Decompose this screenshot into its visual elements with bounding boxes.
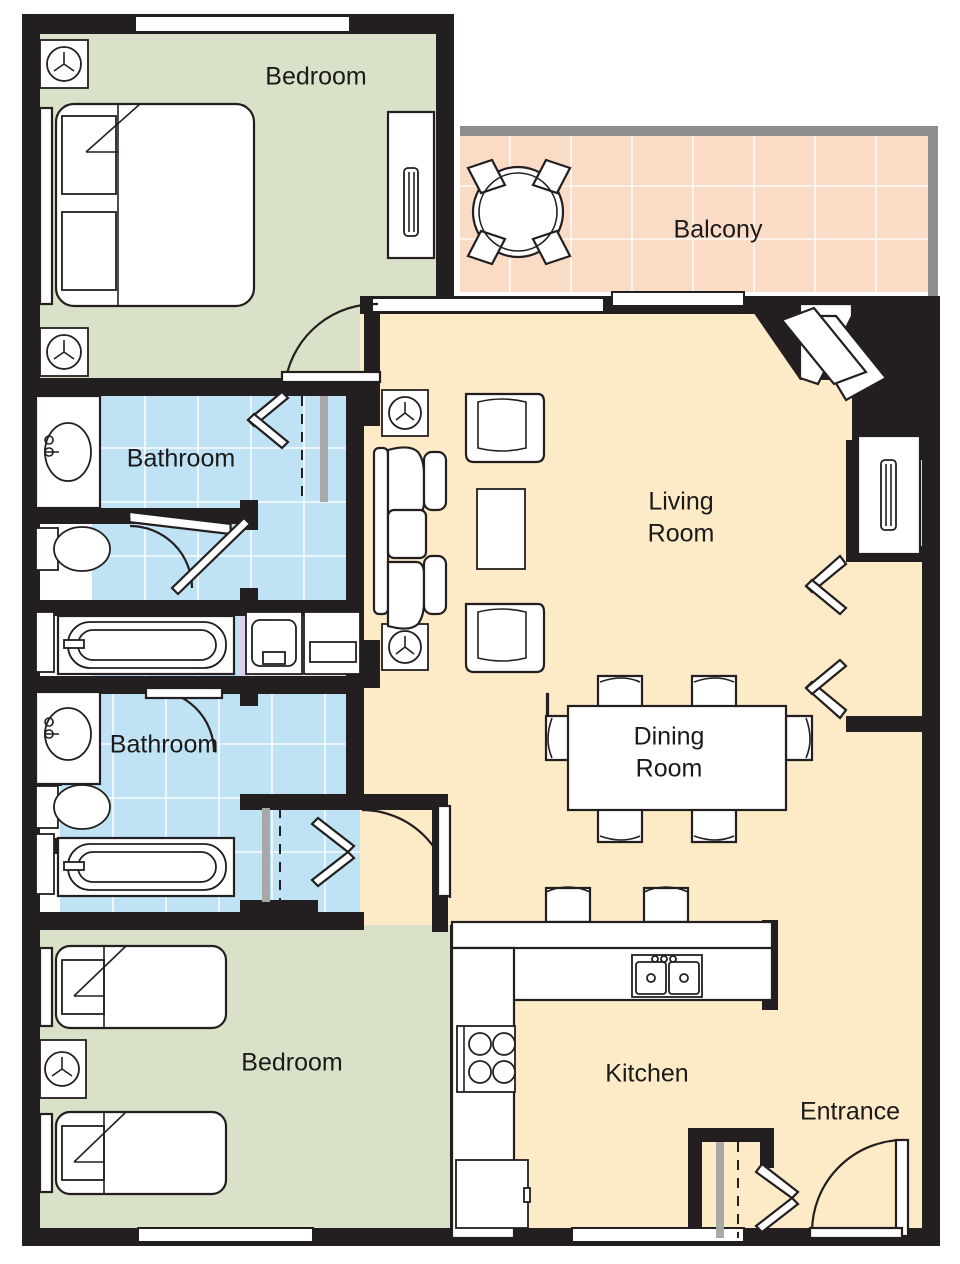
- label-balcony: Balcony: [674, 216, 763, 244]
- sliding-door-balcony-right[interactable]: [611, 291, 745, 307]
- label-living-room-l2: Room: [648, 520, 715, 548]
- refrigerator-icon: [455, 1159, 531, 1229]
- round-patio-table-icon: [466, 158, 572, 266]
- bedroom-second-furniture: [38, 944, 228, 1196]
- bedroom-master-furniture: [38, 39, 436, 384]
- bedroom2-swing-door[interactable]: [361, 804, 452, 899]
- sofa-icon: [372, 446, 448, 630]
- bathroom-lower-door[interactable]: [144, 686, 224, 753]
- laundry-appliances: [245, 611, 361, 675]
- label-dining-room-l1: Dining: [634, 723, 705, 751]
- end-table-lamp-icon: [381, 389, 429, 437]
- armchair-icon: [464, 392, 546, 464]
- coffee-table-icon: [476, 488, 526, 570]
- vanity-sink-icon: [34, 690, 102, 786]
- entry-swing-door[interactable]: [808, 1138, 910, 1240]
- bedroom2-closet-slide-track: [262, 808, 270, 902]
- label-bedroom-second: Bedroom: [241, 1049, 342, 1077]
- closet-slide-track: [716, 1142, 724, 1238]
- label-bedroom-master: Bedroom: [265, 63, 366, 91]
- nightstand-lamp-icon: [39, 327, 89, 377]
- armchair-icon: [464, 602, 546, 674]
- entrance-doors: [716, 1138, 910, 1240]
- bathroom-lower-fixtures: [34, 686, 236, 898]
- bar-stool-icon: [544, 886, 690, 924]
- dining-chair-icon: [544, 674, 814, 844]
- label-kitchen: Kitchen: [605, 1060, 688, 1088]
- bathtub-icon: [35, 611, 236, 676]
- door-master-bedroom[interactable]: [280, 302, 382, 384]
- label-entrance: Entrance: [800, 1098, 900, 1126]
- range-cooktop-icon: [456, 1025, 516, 1093]
- double-sink-icon: [631, 954, 703, 998]
- closet-bifold-upper[interactable]: [804, 554, 848, 616]
- twin-bed-icon: [38, 1110, 228, 1196]
- label-living-room-l1: Living: [648, 488, 713, 516]
- living-room-furniture: [372, 302, 922, 720]
- window-bedroom2-bottom: [137, 1227, 314, 1243]
- bedroom2-doors: [262, 804, 452, 902]
- windows: [134, 15, 745, 1243]
- balcony-railing: [460, 126, 938, 296]
- nightstand-lamp-icon: [39, 1039, 87, 1099]
- label-bathroom-lower: Bathroom: [110, 731, 218, 759]
- window-kitchen-bottom: [571, 1227, 745, 1243]
- bathtub-icon: [35, 833, 236, 898]
- end-table-lamp-icon: [381, 623, 429, 671]
- label-dining-room-l2: Room: [636, 755, 703, 783]
- kitchen-furniture: [450, 886, 774, 1240]
- toilet-icon: [35, 526, 111, 572]
- dresser-icon: [386, 110, 436, 260]
- kitchen-peninsula-counter: [450, 920, 774, 952]
- room-labels: Bedroom Balcony Bathroom Living Room Bat…: [110, 63, 900, 1126]
- toilet-icon: [35, 784, 111, 830]
- bath-closet-slide-track: [320, 396, 328, 502]
- bathroom-interior-door[interactable]: [127, 508, 252, 596]
- closet-bifold-lower[interactable]: [804, 658, 848, 720]
- bathroom-upper-bifold-door[interactable]: [246, 390, 290, 450]
- vanity-sink-icon: [34, 394, 102, 510]
- window-master-bedroom-top: [134, 15, 351, 33]
- twin-bed-icon: [38, 944, 228, 1030]
- patio-chair-icon: [466, 158, 572, 266]
- sliding-door-balcony-left[interactable]: [371, 297, 605, 313]
- dining-room-furniture: [544, 674, 814, 844]
- coat-closet-bifold[interactable]: [754, 1162, 800, 1234]
- bedroom2-closet-bifold[interactable]: [310, 816, 356, 888]
- balcony-furniture: [466, 158, 572, 266]
- bathroom-upper-fixtures: [34, 390, 328, 676]
- media-cabinet-icon: [856, 434, 922, 556]
- queen-bed-icon: [38, 102, 256, 308]
- dining-table-icon: [566, 704, 788, 812]
- corner-closet-icon: [780, 302, 888, 402]
- label-bathroom-upper: Bathroom: [127, 445, 235, 473]
- nightstand-lamp-icon: [39, 39, 89, 89]
